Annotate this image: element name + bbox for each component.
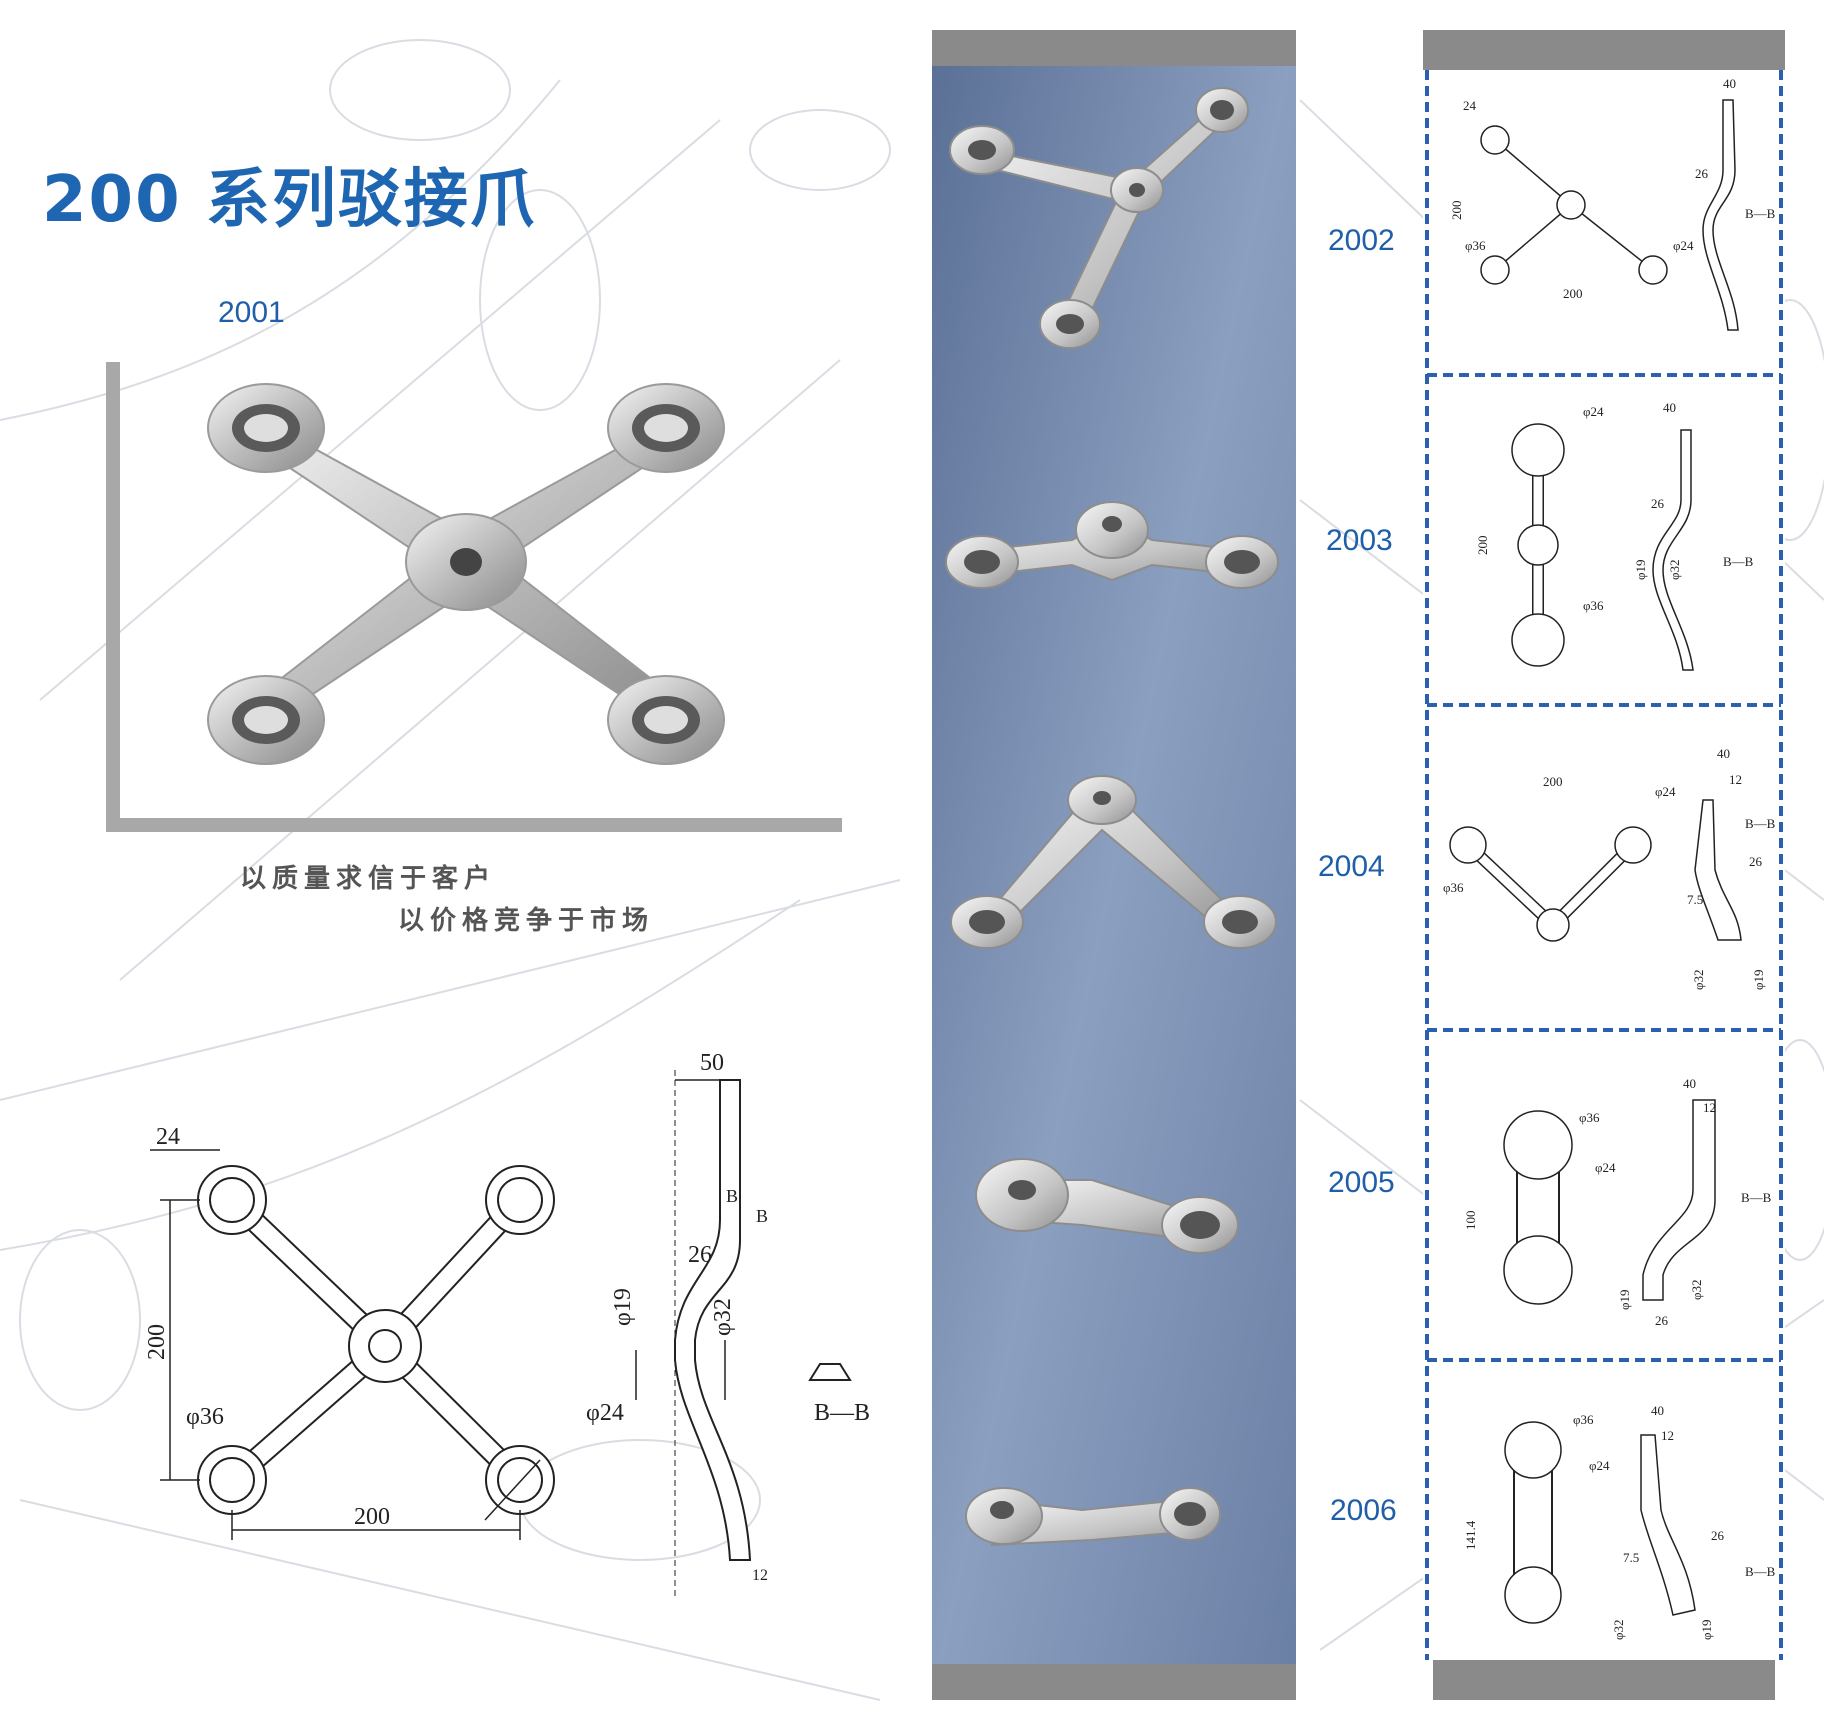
s2005-dim-phi24: φ24 [1595, 1160, 1616, 1175]
dim-200-vertical: 200 [144, 1324, 170, 1360]
s2005-dim-phi32: φ32 [1689, 1279, 1704, 1300]
s2004-dim-phi36: φ36 [1443, 880, 1464, 895]
s2006-dim-40: 40 [1651, 1403, 1664, 1418]
s2002-section-bb: B—B [1745, 206, 1776, 221]
s2004-dim-phi19: φ19 [1751, 969, 1766, 990]
technical-drawing-2001: 24 200 200 φ36 φ24 50 26 φ19 φ32 12 B B … [144, 1050, 870, 1600]
dim-phi24: φ24 [586, 1400, 624, 1426]
s2005-dim-12: 12 [1703, 1100, 1716, 1115]
s2006-dim-phi32: φ32 [1611, 1619, 1626, 1640]
product-photo-2001 [106, 362, 842, 832]
s2006-dim-12: 12 [1661, 1428, 1674, 1443]
s2006-dim-26: 26 [1711, 1528, 1725, 1543]
s2002-dim-200v: 200 [1449, 201, 1464, 221]
section-mark-b-2: B [756, 1206, 768, 1226]
s2003-dim-phi24: φ24 [1583, 404, 1604, 419]
s2006-dim-phi24: φ24 [1589, 1458, 1610, 1473]
model-code-2004: 2004 [1318, 850, 1385, 883]
s2002-dim-26: 26 [1695, 166, 1709, 181]
s2005-dim-26: 26 [1655, 1313, 1669, 1328]
section-mark-b-1: B [726, 1186, 738, 1206]
s2006-dim-phi19: φ19 [1699, 1619, 1714, 1640]
s2002-dim-phi24: φ24 [1673, 238, 1694, 253]
s2004-dim-phi32: φ32 [1691, 969, 1706, 990]
s2004-dim-12: 12 [1729, 772, 1742, 787]
s2002-dim-phi36: φ36 [1465, 238, 1486, 253]
s2003-dim-200: 200 [1475, 536, 1490, 556]
s2003-dim-40: 40 [1663, 400, 1676, 415]
dim-50: 50 [700, 1050, 724, 1076]
dim-phi19: φ19 [610, 1288, 636, 1326]
dim-26: 26 [688, 1242, 712, 1268]
model-code-2005: 2005 [1328, 1166, 1395, 1199]
technical-drawings-panel: 24 40 200 200 φ36 φ24 26 B—B φ24 40 200 … [1423, 30, 1785, 1700]
s2006-section-bb: B—B [1745, 1564, 1776, 1579]
s2003-section-bb: B—B [1723, 554, 1754, 569]
s2004-dim-200: 200 [1543, 774, 1563, 789]
slogan-line-2: 以价格竞争于市场 [398, 906, 655, 936]
s2005-section-bb: B—B [1741, 1190, 1772, 1205]
s2005-dim-phi36: φ36 [1579, 1110, 1600, 1125]
s2006-dim-141-4: 141.4 [1463, 1520, 1478, 1550]
dim-200-horizontal: 200 [354, 1504, 390, 1530]
s2003-dim-phi36: φ36 [1583, 598, 1604, 613]
s2004-dim-26: 26 [1749, 854, 1763, 869]
model-code-2002: 2002 [1328, 224, 1395, 257]
s2002-dim-200h: 200 [1563, 286, 1583, 301]
page-title: 200 系列驳接爪 [42, 163, 536, 237]
dim-phi32: φ32 [710, 1298, 736, 1336]
s2006-dim-7-5: 7.5 [1623, 1550, 1639, 1565]
s2005-dim-100: 100 [1463, 1211, 1478, 1231]
s2002-dim-24: 24 [1463, 98, 1477, 113]
s2004-dim-40: 40 [1717, 746, 1730, 761]
section-label-bb: B—B [814, 1400, 870, 1426]
s2005-dim-phi19: φ19 [1617, 1289, 1632, 1310]
s2003-dim-phi32: φ32 [1667, 559, 1682, 580]
model-code-2001: 2001 [218, 296, 285, 329]
s2006-dim-phi36: φ36 [1573, 1412, 1594, 1427]
slogan-line-1: 以质量求信于客户 [240, 864, 497, 894]
s2003-dim-26: 26 [1651, 496, 1665, 511]
model-code-2003: 2003 [1326, 524, 1393, 557]
s2004-dim-7-5: 7.5 [1687, 892, 1703, 907]
s2004-dim-phi24: φ24 [1655, 784, 1676, 799]
dim-24: 24 [156, 1124, 180, 1150]
s2004-section-bb: B—B [1745, 816, 1776, 831]
s2005-dim-40: 40 [1683, 1076, 1696, 1091]
dim-phi36: φ36 [186, 1404, 224, 1430]
s2003-dim-phi19: φ19 [1633, 559, 1648, 580]
dim-12: 12 [752, 1567, 768, 1584]
model-code-2006: 2006 [1330, 1494, 1397, 1527]
s2002-dim-40: 40 [1723, 76, 1736, 91]
product-photo-panel [932, 30, 1296, 1700]
